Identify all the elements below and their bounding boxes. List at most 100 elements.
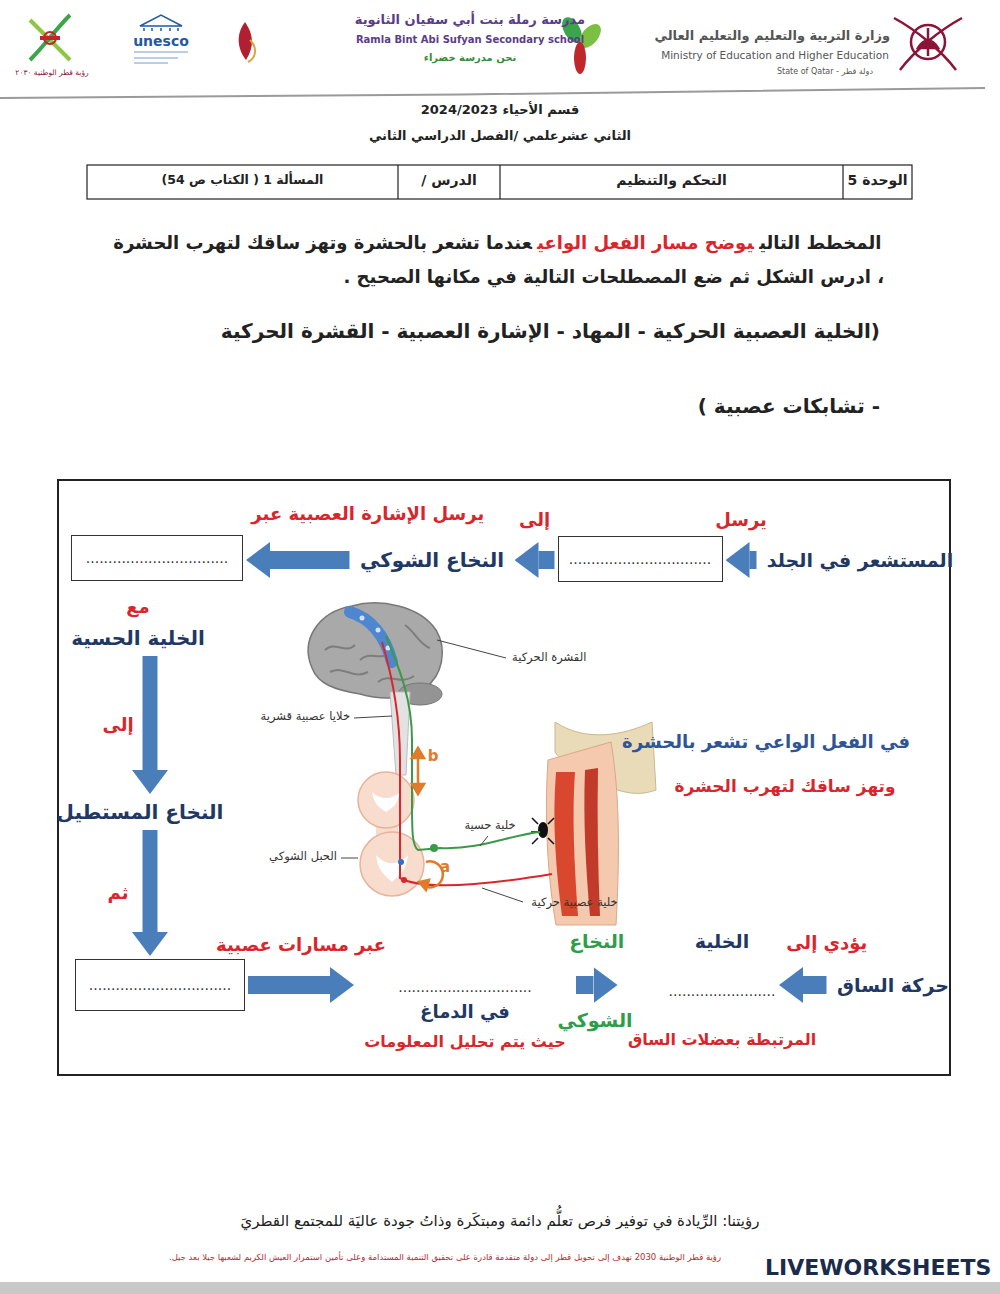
arrow-label: الشوكي	[555, 1008, 635, 1033]
leg	[546, 722, 656, 925]
instruction-text: المخطط التالي	[759, 232, 881, 253]
part-label: خلية حسية	[450, 818, 530, 833]
footer-bar-part	[0, 1282, 1000, 1294]
note-text: في الفعل الواعي تشعر بالحشرة	[660, 730, 910, 753]
process-arrows-part	[412, 748, 424, 794]
header-rule-part	[0, 88, 985, 98]
header-rule	[0, 88, 985, 98]
leader-lines-part	[482, 888, 523, 902]
node-text: الخلية	[695, 927, 749, 955]
red-logo-part	[248, 40, 255, 62]
blank-answer-box: ................................	[558, 536, 723, 582]
leader-lines-part	[480, 836, 488, 846]
header-table	[87, 165, 912, 199]
red-logo	[239, 22, 255, 62]
node-text: ................................	[86, 549, 228, 567]
callout-letter: b	[425, 747, 441, 767]
brain	[308, 603, 442, 705]
term-list: - تشابكات عصبية )	[100, 393, 880, 419]
flow-step: النخاع الشوكي	[353, 545, 512, 575]
label-text: State of Qatar - دولة قطر	[760, 67, 890, 77]
qatar-vision-logo-part	[44, 32, 56, 44]
qatar-vision-logo	[30, 15, 70, 60]
qatar-vision-logo-part	[30, 15, 70, 60]
nerve-pathways-part	[382, 642, 552, 885]
leg-part	[554, 772, 578, 916]
leader-lines-part	[437, 640, 506, 658]
node-text: المستشعر في الجلد	[767, 548, 953, 573]
flow-arrow	[270, 551, 350, 569]
table-cell: المسألة 1 ( الكتاب ص 54)	[90, 172, 395, 188]
connectors	[150, 560, 827, 985]
node-text: ................................	[89, 976, 231, 994]
node-text: المرتبطة بعضلات الساق	[628, 1030, 816, 1051]
node-text: النخاع المستطيل	[57, 799, 224, 825]
label-text: مدرسة رملة بنت أبي سفيان الثانوية	[355, 12, 585, 29]
node-text: ................................	[569, 550, 711, 568]
brain-part	[360, 616, 365, 621]
insect	[531, 818, 554, 844]
arrow-label: يرسل	[715, 508, 767, 531]
node-text: في الدماغ	[420, 1000, 510, 1023]
part-label: الحبل الشوكي	[245, 849, 337, 864]
arrow-label: ثم	[108, 881, 129, 904]
ministry-emblem-part	[927, 28, 930, 56]
label-text: unesco	[128, 32, 194, 50]
spinal-cord-part	[372, 792, 400, 812]
spinal-cord-part	[358, 772, 414, 828]
process-arrows-part	[419, 880, 429, 890]
note-text: وتهز ساقك لتهرب الحشرة	[665, 775, 905, 797]
node-text: حركة الساق	[837, 973, 949, 998]
footer-note: رؤية قطر الوطنية 2030 تهدف إلى تحويل قطر…	[140, 1252, 750, 1263]
process-arrows	[412, 748, 443, 890]
flow-step: معالخلية الحسية	[64, 593, 212, 653]
label-text: نحن مدرسة خضراء	[385, 51, 555, 64]
header-table-part	[398, 165, 843, 199]
footer-vision: رؤيتنا: الرِّيادة في توفير فرص تعلُّم دا…	[40, 1212, 960, 1232]
leg-part	[584, 768, 600, 916]
nerve-pathways-part	[386, 636, 540, 850]
insect-part	[531, 818, 554, 844]
label-text: قسم الأحياء 2024/2023	[300, 102, 700, 119]
arrow-label: إلى	[102, 713, 133, 736]
flow-step: ..............................في الدماغح…	[357, 974, 573, 1055]
node-text: النخاع الشوكي	[360, 547, 504, 573]
arrow-label: عبر مسارات عصبية	[216, 933, 386, 956]
part-label: خلايا عصبية قشرية	[235, 709, 350, 724]
flow-arrow	[750, 551, 757, 569]
node-text: الخلية الحسية	[71, 625, 205, 651]
label-text: Ramla Bint Abi Sufyan Secondary school	[355, 33, 585, 46]
part-label: خلية عصبية حركية	[517, 895, 632, 910]
flow-step: المستشعر في الجلد	[760, 546, 961, 575]
flow-arrow	[143, 830, 158, 932]
flow-step: حركة الساق	[830, 971, 956, 1000]
flow-arrow	[143, 656, 158, 770]
arrow-label: يرسل الإشارة العصبية عبر	[251, 502, 484, 525]
spinal-cord	[358, 772, 424, 896]
instruction-text: يوضح مسار الفعل الواعي	[537, 232, 754, 253]
callout-letter: a	[438, 858, 452, 878]
unesco-logo-part	[144, 28, 178, 31]
spinal-cord-part	[376, 855, 408, 882]
label-text: الثاني عشرعلمي /الفصل الدراسي الثاني	[300, 128, 700, 145]
header-table-part	[87, 165, 912, 199]
label-text: Ministry of Education and Higher Educati…	[660, 49, 890, 63]
flow-step: النخاع المستطيل	[50, 797, 231, 827]
brain-part	[376, 628, 381, 633]
blank-answer-box: ................................	[71, 535, 243, 581]
flow-arrow	[576, 976, 594, 994]
node-text: ........................	[669, 980, 776, 1002]
arrow-label: إلى	[519, 508, 550, 531]
nerve-pathways	[382, 636, 552, 885]
watermark: LIVEWORKSHEETS	[765, 1254, 995, 1283]
label-text: وزارة التربية والتعليم والتعليم العالي	[660, 28, 890, 45]
nerve-pathways-part	[401, 877, 407, 883]
flow-arrow	[803, 976, 827, 994]
ministry-emblem-part	[894, 18, 956, 70]
term-list: (الخلية العصبية الحركية - المهاد - الإشا…	[100, 318, 880, 344]
leader-lines-part	[341, 858, 358, 859]
ministry-emblem-part	[911, 25, 945, 59]
part-label: القشرة الحركية	[512, 650, 622, 665]
blank-answer-box: ................................	[75, 959, 245, 1011]
